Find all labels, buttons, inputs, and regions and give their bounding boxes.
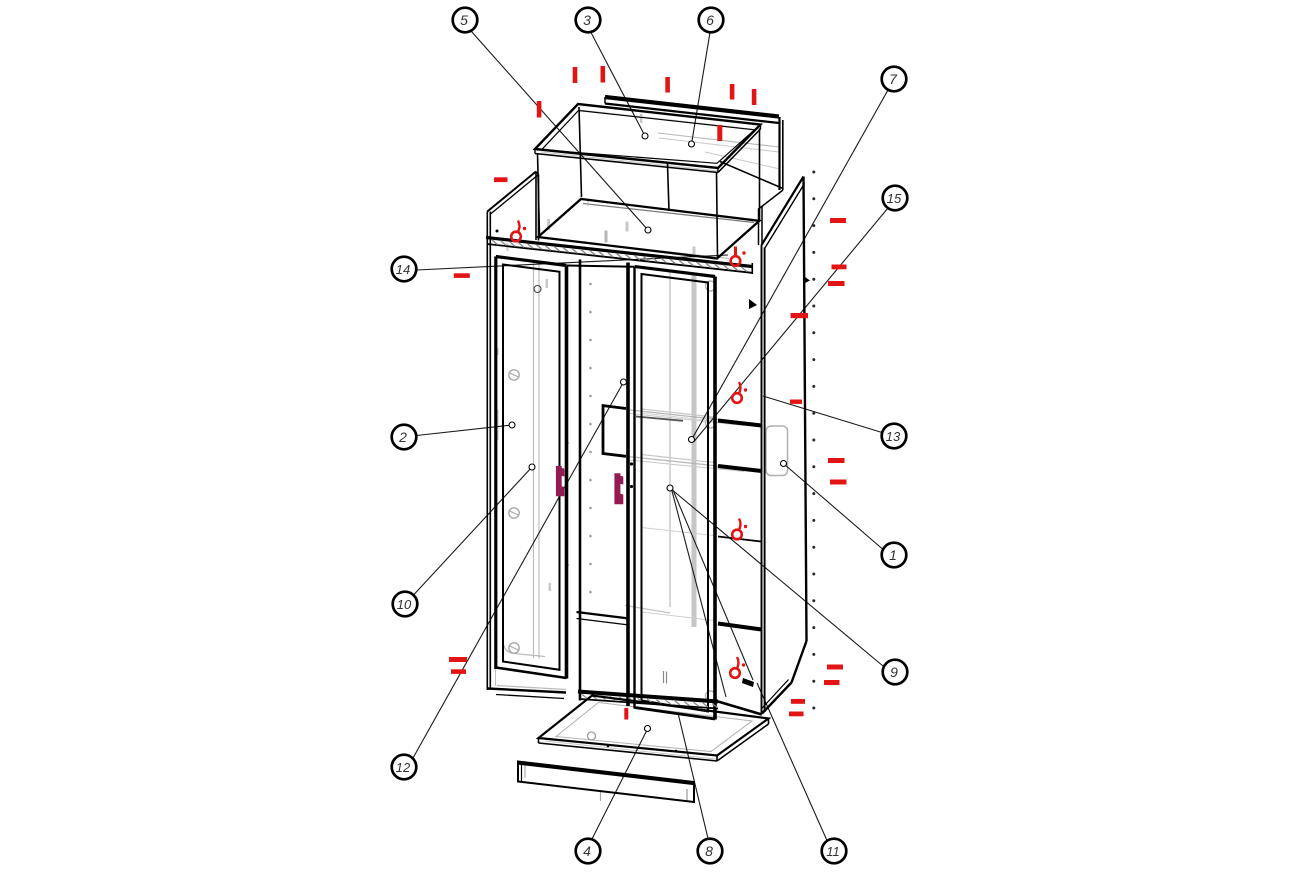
- svg-text:14: 14: [396, 262, 410, 277]
- svg-text:3: 3: [583, 12, 591, 28]
- svg-text:12: 12: [396, 760, 411, 775]
- svg-text:11: 11: [826, 844, 840, 859]
- svg-text:1: 1: [889, 547, 897, 563]
- svg-text:10: 10: [397, 597, 412, 612]
- svg-text:15: 15: [887, 191, 902, 206]
- svg-text:5: 5: [460, 12, 468, 28]
- svg-text:9: 9: [890, 664, 898, 680]
- svg-text:6: 6: [706, 12, 714, 28]
- svg-text:4: 4: [583, 843, 591, 859]
- svg-text:13: 13: [886, 429, 901, 444]
- svg-text:8: 8: [705, 843, 713, 859]
- svg-text:7: 7: [889, 71, 898, 87]
- svg-text:2: 2: [398, 429, 407, 445]
